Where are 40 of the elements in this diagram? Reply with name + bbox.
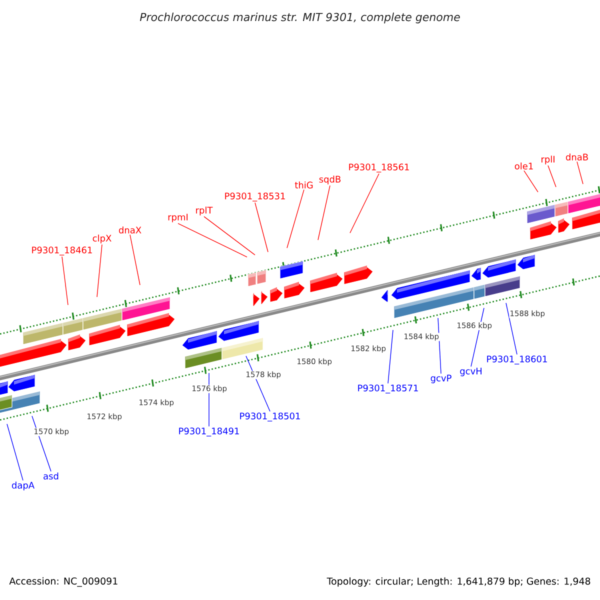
gene-label: sqdB xyxy=(319,176,341,184)
gene-label: P9301_18491 xyxy=(179,428,239,436)
gene-label: thiG xyxy=(294,182,313,188)
gene-label: P9301_18501 xyxy=(240,412,300,422)
gene-label: rpmI xyxy=(168,214,188,222)
leader-line xyxy=(470,308,484,367)
leader-line xyxy=(350,173,380,234)
gene-label: P9301_18571 xyxy=(358,384,418,394)
leader-line xyxy=(318,185,330,240)
leader-line xyxy=(6,424,24,481)
gene-label: P9301_18561 xyxy=(349,164,409,172)
genome-info-text: Topology: circular; Length: 1,641,879 bp; Genes: 1,948 xyxy=(326,577,590,587)
leader-line xyxy=(204,216,256,256)
gene-label: dnaX xyxy=(118,226,142,234)
leader-line xyxy=(96,244,102,298)
leader-line xyxy=(130,234,140,286)
leader-line xyxy=(548,165,556,188)
leader-line xyxy=(62,256,68,306)
gene-label: gcvH xyxy=(460,368,482,376)
leader-line xyxy=(178,223,248,258)
gene-label: gcvP xyxy=(430,374,452,384)
leader-line xyxy=(576,161,584,184)
gene-label: P9301_18531 xyxy=(225,192,285,202)
gene-label: rplT xyxy=(196,206,213,216)
leader-line xyxy=(506,302,518,355)
leader-line xyxy=(388,330,394,384)
gene-label: rplI xyxy=(542,156,554,164)
gene-label: ole1 xyxy=(514,162,533,170)
gene-label: P9301_18461 xyxy=(32,246,92,256)
gene-label: P9301_18601 xyxy=(487,356,547,364)
title: Prochlorococcus marinus str. MIT 9301, complete genome xyxy=(140,12,460,24)
leader-line xyxy=(254,202,268,252)
gene-label: dnaB xyxy=(566,154,588,160)
gene-label: dapA xyxy=(12,482,34,490)
leader-line xyxy=(286,189,304,248)
leader-line xyxy=(32,416,52,472)
leader-line xyxy=(524,170,538,192)
gene-label: clpX xyxy=(92,234,112,244)
gene-label: asd xyxy=(44,472,58,480)
accession-text: Accession: NC_009091 xyxy=(9,577,118,587)
